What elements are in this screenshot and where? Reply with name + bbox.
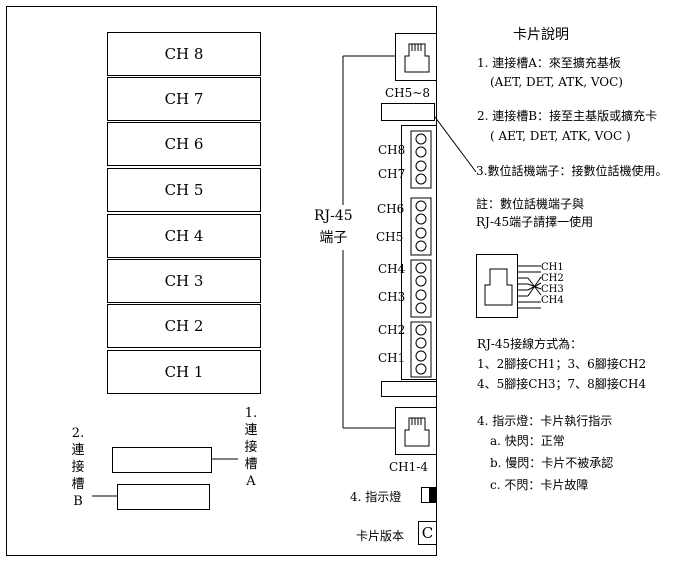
channel-block-6: CH 6 (107, 122, 261, 166)
channel-block-7: CH 7 (107, 77, 261, 121)
note-item4-a: a. 快閃：正常 (490, 434, 565, 448)
terminal-label-ch7: CH7 (378, 167, 406, 181)
note-item4-b: b. 慢閃：卡片不被承認 (490, 456, 614, 470)
channel-block-5: CH 5 (107, 168, 261, 212)
rj45-jack-top (395, 33, 437, 81)
bottom-jack-label: CH1-4 (389, 460, 428, 474)
version-label: 卡片版本 (356, 529, 405, 543)
channel-block-8: CH 8 (107, 32, 261, 76)
phone-terminal-block (401, 125, 437, 380)
rj45-pin-diagram (476, 254, 518, 318)
note-item1-line2: (AET, DET, ATK, VOC) (490, 75, 623, 89)
indicator-led-icon (421, 487, 437, 503)
note-item4-title: 4. 指示燈：卡片執行指示 (477, 414, 613, 428)
channel-block-2: CH 2 (107, 304, 261, 348)
rj45-jack-bottom (395, 407, 437, 455)
terminal-label-ch2: CH2 (378, 323, 406, 337)
terminal-label-ch5: CH5 (376, 230, 404, 244)
phone-terminal-header (381, 103, 435, 121)
version-value: C (418, 521, 437, 545)
notes-title: 卡片說明 (513, 27, 569, 43)
note-item4-c: c. 不閃：卡片故障 (490, 478, 589, 492)
wiring-line1: 1、2腳接CH1；3、6腳接CH2 (477, 357, 647, 371)
wiring-title: RJ-45接線方式為： (477, 337, 583, 351)
wiring-line2: 4、5腳接CH3；7、8腳接CH4 (477, 377, 647, 391)
note-item2-line1: 2. 連接槽B：接至主基版或擴充卡 (477, 109, 658, 123)
terminal-footer (381, 381, 437, 397)
note-item1-line1: 1. 連接槽A：來至擴充基板 (477, 56, 621, 70)
channel-block-1: CH 1 (107, 350, 261, 394)
terminal-pins (410, 130, 432, 378)
channel-block-4: CH 4 (107, 214, 261, 258)
terminal-label-ch3: CH3 (378, 290, 406, 304)
terminal-label-ch1: CH1 (378, 351, 406, 365)
terminal-label-ch4: CH4 (378, 262, 406, 276)
pin-wires (518, 265, 542, 309)
note-item2-line2: ( AET, DET, ATK, VOC ) (490, 129, 631, 143)
note-remark-line2: RJ-45端子請擇一使用 (476, 215, 594, 229)
top-jack-label: CH5~8 (385, 86, 430, 100)
slot-a-connector (112, 447, 212, 473)
note-remark-line1: 註：數位話機端子與 (476, 197, 585, 211)
pin-labels: CH1 CH2 CH3 CH4 (541, 262, 564, 306)
terminal-label-ch6: CH6 (377, 202, 405, 216)
indicator-label: 4. 指示燈 (350, 490, 402, 504)
slot-b-connector (117, 484, 210, 510)
channel-block-3: CH 3 (107, 259, 261, 303)
note-item3: 3.數位話機端子：接數位話機使用。 (476, 164, 668, 178)
terminal-label-ch8: CH8 (378, 143, 406, 157)
